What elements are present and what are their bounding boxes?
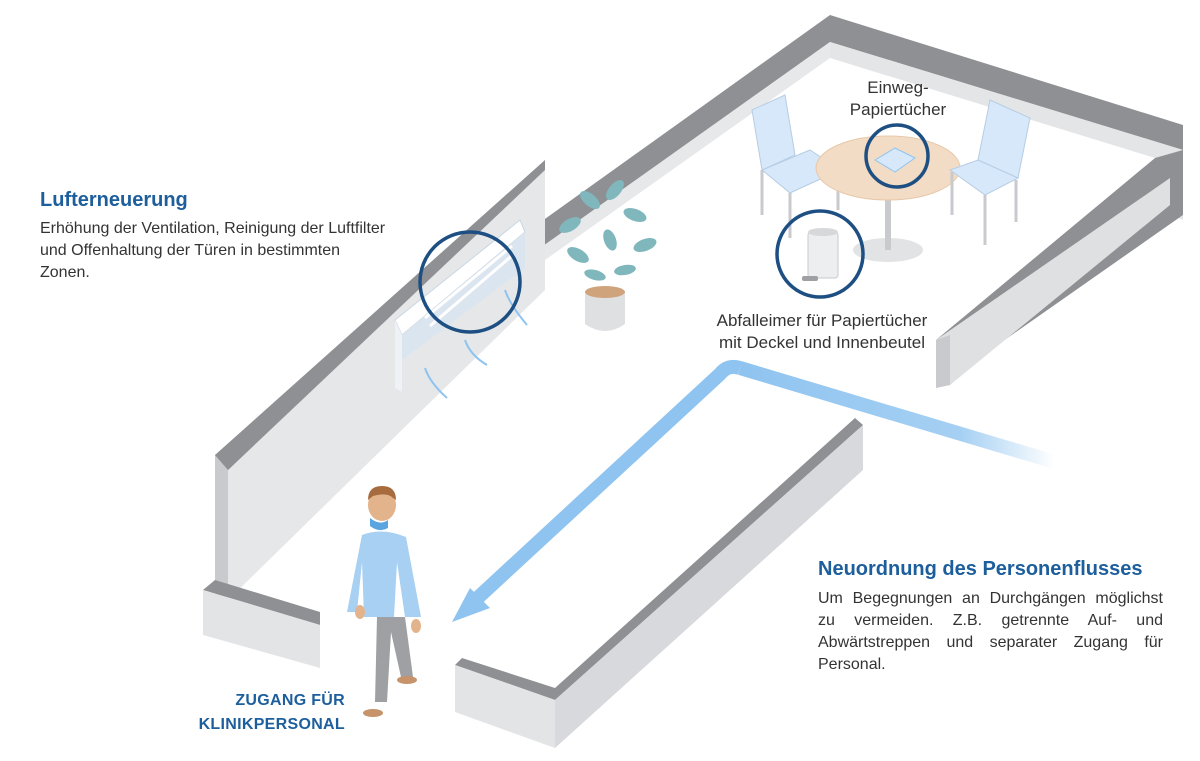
staff-access-label: ZUGANG FÜR KLINIKPERSONAL [198, 692, 345, 733]
plant [559, 180, 657, 331]
ventilation-description: Erhöhung der Ventilation, Reinigung der … [40, 220, 386, 281]
bin-label: Abfalleimer für Papiertücher mit Deckel … [716, 311, 928, 352]
ventilation-highlight-circle [418, 230, 522, 334]
air-conditioner [394, 219, 528, 399]
tissues-highlight-circle [864, 123, 930, 189]
ventilation-title: Lufterneuerung [40, 189, 188, 211]
front-middle-wall [455, 418, 863, 748]
flow-description: Um Begegnungen an Durchgängen möglichst … [818, 590, 1163, 673]
front-left-wall [203, 580, 320, 668]
bin-highlight-circle [775, 209, 865, 299]
trash-bin [802, 228, 839, 281]
flow-arrow [452, 359, 1058, 622]
staff-person [347, 486, 421, 717]
tissues-label: Einweg-Papiertücher [849, 78, 947, 119]
back-wall [830, 15, 1183, 388]
table-and-chairs [751, 94, 1031, 262]
flow-title: Neuordnung des Personenflusses [818, 558, 1143, 580]
